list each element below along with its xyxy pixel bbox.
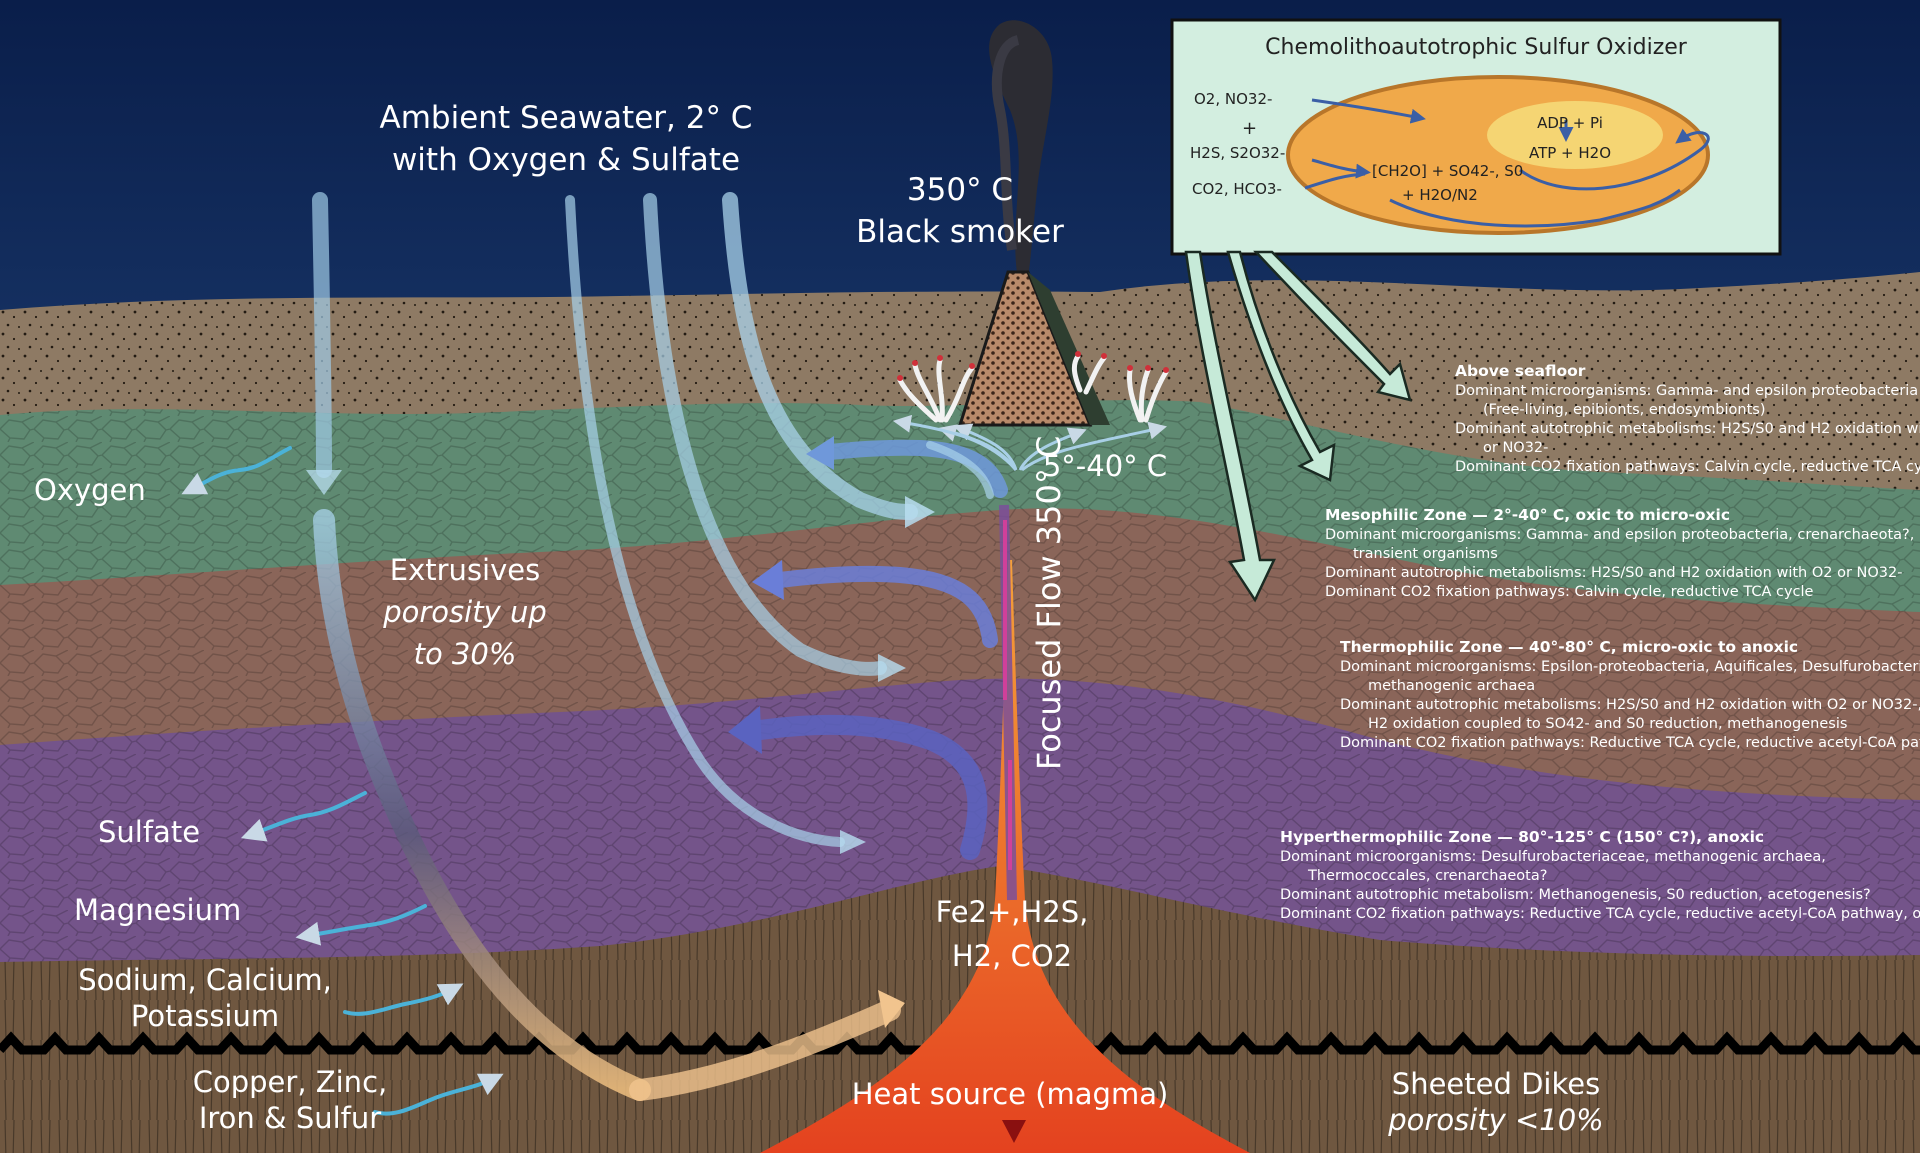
vent-fluid-label-2: H2, CO2	[952, 939, 1072, 973]
zone-description-line: Dominant microorganisms: Desulfurobacter…	[1280, 849, 1826, 865]
diffuse-flow-arrows	[892, 414, 1168, 472]
black-smoker-plume	[989, 20, 1053, 291]
zone-description-line: Dominant microorganisms: Epsilon-proteob…	[1340, 659, 1920, 675]
plume-swirl	[991, 35, 1020, 251]
magnesium-label: Magnesium	[74, 893, 241, 927]
inset-pointer-arrows	[1184, 250, 1412, 603]
zone-description-line: transient organisms	[1353, 546, 1498, 562]
focused-flow-label: Focused Flow 350° C	[1030, 436, 1068, 770]
inset-oxidants: O2, NO32-	[1194, 90, 1272, 108]
porosity-label: porosity up	[382, 595, 547, 629]
black-smoker-label: Black smoker	[856, 214, 1064, 250]
oxygen-label: Oxygen	[34, 473, 146, 507]
copper-zinc-label: Copper, Zinc,	[193, 1065, 387, 1099]
downflow-arrow-deep	[313, 509, 651, 1101]
zone-description-line: Dominant CO2 fixation pathways: Reductiv…	[1280, 906, 1920, 922]
upflow-arrowheads	[728, 436, 834, 754]
zone-description-line: or NO32-	[1483, 440, 1548, 456]
magma-plume	[760, 560, 1250, 1153]
zone-description-line: Dominant microorganisms: Gamma- and epsi…	[1455, 383, 1918, 399]
inset-panel	[1170, 18, 1782, 256]
ambient-seawater-label: Ambient Seawater, 2° C	[380, 100, 753, 136]
zone-description-line: H2 oxidation coupled to SO42- and S0 red…	[1368, 716, 1847, 732]
downflow-arrow-left	[312, 192, 332, 478]
zone-description-line: (Free-living, epibionts, endosymbionts)	[1483, 402, 1765, 418]
zone-heading: Hyperthermophilic Zone — 80°-125° C (150…	[1280, 828, 1764, 846]
zone-heading: Above seafloor	[1455, 362, 1586, 380]
zone-description-line: Dominant CO2 fixation pathways: Calvin c…	[1455, 459, 1920, 475]
inset-reductants: H2S, S2O32-	[1190, 144, 1285, 162]
ambient-seawater-label-2: with Oxygen & Sulfate	[392, 142, 740, 178]
zone-heading: Mesophilic Zone — 2°-40° C, oxic to micr…	[1325, 506, 1730, 524]
downflow-arrow-mid-3	[722, 192, 918, 520]
zone-description-line: Dominant autotrophic metabolisms: H2S/S0…	[1340, 697, 1920, 713]
diffuse-temperature-label: 5°-40° C	[1043, 449, 1167, 483]
iron-sulfur-label: Iron & Sulfur	[199, 1101, 381, 1135]
downflow-arrow-mid-2	[643, 193, 887, 676]
inset-title: Chemolithoautotrophic Sulfur Oxidizer	[1265, 35, 1688, 60]
downflow-arrow-return	[629, 999, 901, 1101]
inset-products: [CH2O] + SO42-, S0	[1372, 162, 1523, 180]
element-exchange-arrows	[181, 446, 504, 1116]
zone-description-line: Dominant autotrophic metabolisms: H2S/S0…	[1325, 565, 1902, 581]
inset-carbon: CO2, HCO3-	[1192, 180, 1282, 198]
tubeworm-cluster-left	[897, 355, 975, 423]
inset-products-2: + H2O/N2	[1402, 186, 1478, 204]
smoker-temperature: 350° C	[907, 172, 1013, 208]
zone-description-line: Dominant CO2 fixation pathways: Calvin c…	[1325, 584, 1814, 600]
inset-energy-bottom: ATP + H2O	[1529, 144, 1611, 162]
tubeworm-cluster-right	[1071, 351, 1169, 423]
potassium-label: Potassium	[131, 999, 279, 1033]
dikes-porosity-label: porosity <10%	[1387, 1103, 1604, 1137]
sulfate-label: Sulfate	[98, 815, 200, 849]
zone-description-line: Dominant autotrophic metabolism: Methano…	[1280, 887, 1871, 903]
porosity-label-2: to 30%	[414, 637, 517, 671]
downflow-arrowheads	[306, 470, 935, 1028]
zone-description-line: methanogenic archaea	[1368, 678, 1535, 694]
magma-down-arrow	[1002, 1120, 1026, 1143]
zone-description-line: Dominant CO2 fixation pathways: Reductiv…	[1340, 735, 1920, 751]
heat-source-label: Heat source (magma)	[852, 1077, 1169, 1111]
inset-plus: +	[1242, 118, 1257, 139]
inset-energy-top: ADP + Pi	[1537, 114, 1603, 132]
vent-fluid-label: Fe2+,H2S,	[936, 895, 1089, 929]
zone-description-line: Dominant microorganisms: Gamma- and epsi…	[1325, 527, 1914, 543]
sheeted-dikes-label: Sheeted Dikes	[1392, 1067, 1600, 1101]
seawater-downflow	[312, 192, 918, 1101]
metabolic-flow-arrows	[1304, 98, 1710, 228]
zone-description-line: Thermococcales, crenarchaeota?	[1307, 868, 1547, 884]
energy-region	[1487, 101, 1663, 169]
extrusives-label: Extrusives	[390, 553, 540, 587]
zone-heading: Thermophilic Zone — 40°-80° C, micro-oxi…	[1340, 638, 1798, 656]
downflow-arrow-mid-1	[565, 195, 845, 847]
sodium-calcium-label: Sodium, Calcium,	[78, 963, 332, 997]
upflow-arrows	[750, 439, 1008, 860]
zone-description-line: Dominant autotrophic metabolisms: H2S/S0…	[1455, 421, 1920, 437]
